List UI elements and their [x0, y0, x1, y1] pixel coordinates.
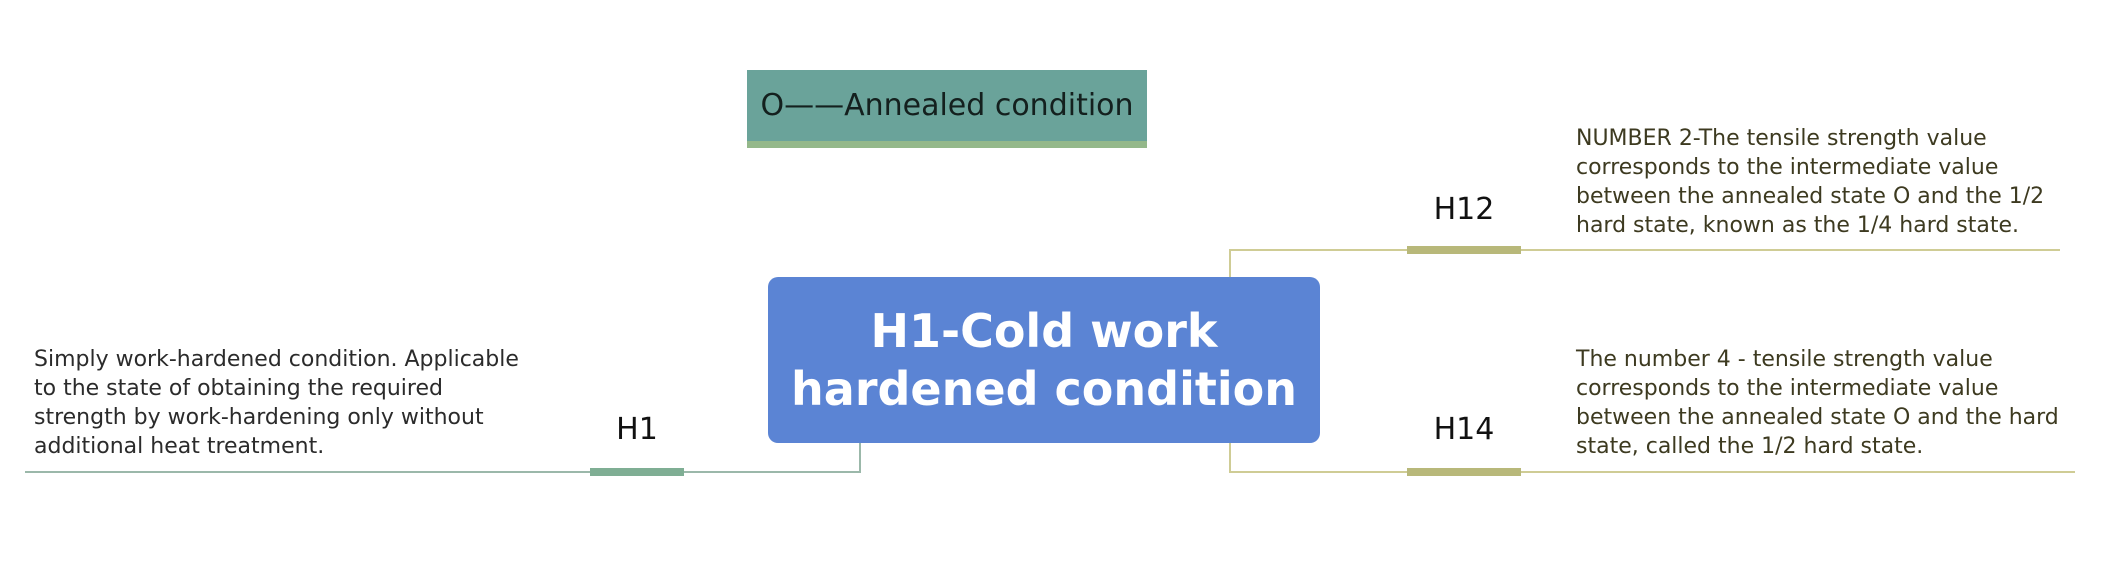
h14-description: The number 4 - tensile strength value co…: [1576, 347, 2059, 459]
branch-h1-bar: [590, 468, 684, 476]
h1-description: Simply work-hardened condition. Applicab…: [34, 347, 519, 459]
connector-h12: [1229, 249, 2060, 277]
branch-h14-bar: [1407, 468, 1521, 476]
branch-h12-bar: [1407, 246, 1521, 254]
floating-topic-annealed[interactable]: O——Annealed condition: [747, 70, 1147, 148]
branch-h14-label[interactable]: H14: [1433, 412, 1495, 447]
branch-h12-label[interactable]: H12: [1433, 192, 1495, 227]
central-topic[interactable]: H1-Cold work hardened condition: [768, 277, 1320, 443]
connector-h14: [1229, 443, 2075, 473]
connector-h1: [25, 443, 861, 473]
central-topic-label: H1-Cold work hardened condition: [791, 304, 1297, 416]
branch-h1-label[interactable]: H1: [616, 412, 658, 447]
h12-description: NUMBER 2-The tensile strength value corr…: [1576, 126, 2045, 238]
